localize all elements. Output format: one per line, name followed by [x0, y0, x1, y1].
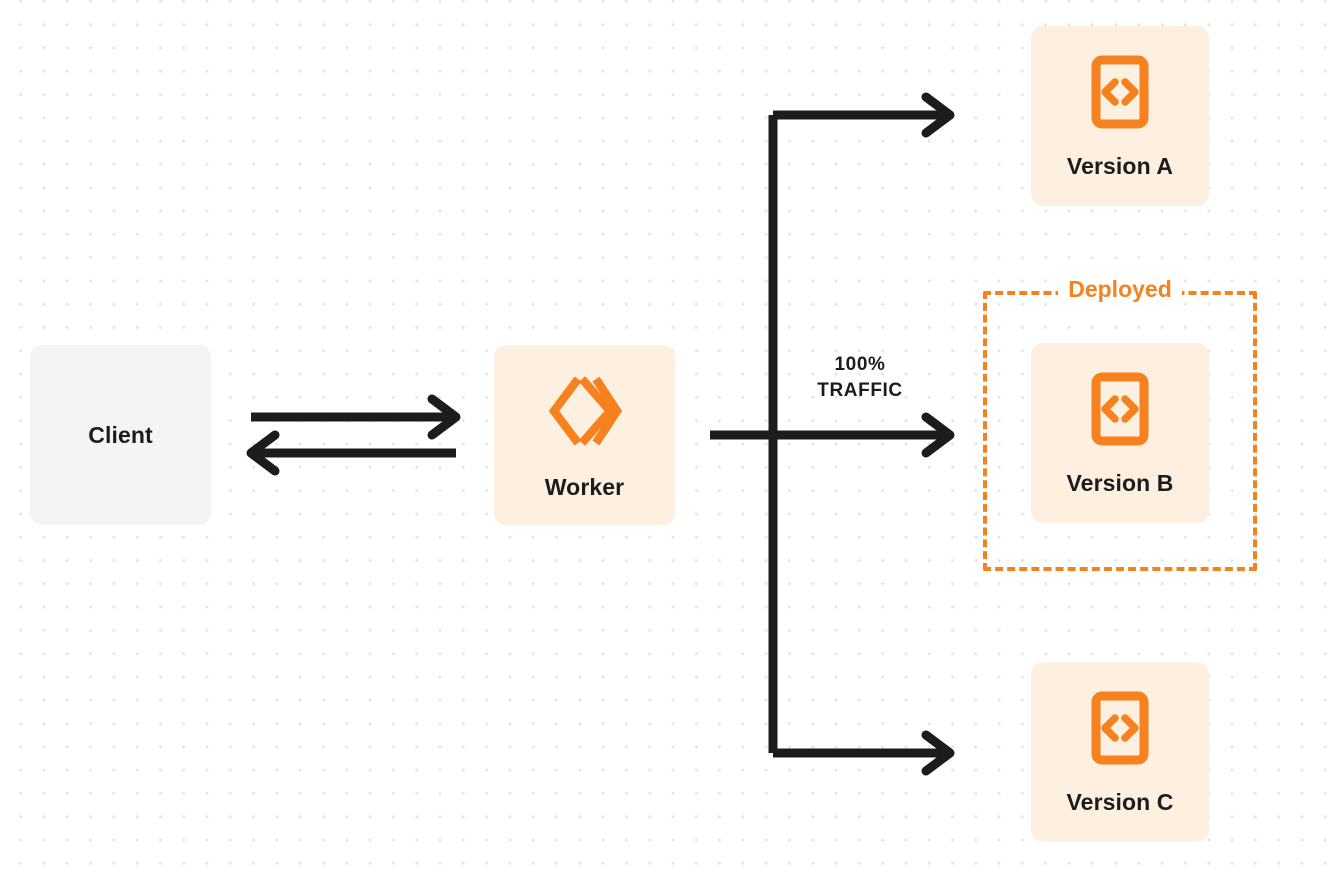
- node-worker[interactable]: Worker: [494, 345, 675, 525]
- edge-worker-to-version-c: [773, 730, 955, 776]
- code-brackets-icon: [1091, 372, 1149, 446]
- edge-worker-to-client: [246, 430, 456, 476]
- edge-worker-to-version-b: [710, 412, 955, 458]
- node-worker-label: Worker: [544, 473, 625, 500]
- node-version-b[interactable]: Version B: [1031, 343, 1209, 523]
- code-brackets-icon: [1091, 55, 1149, 129]
- code-brackets-icon: [1091, 691, 1149, 765]
- traffic-percent: 100%: [834, 354, 886, 375]
- edge-client-to-worker: [251, 394, 461, 440]
- node-version-a[interactable]: Version A: [1031, 26, 1209, 206]
- node-version-c-label: Version C: [1066, 788, 1174, 815]
- node-version-a-label: Version A: [1066, 152, 1174, 179]
- traffic-caption: TRAFFIC: [817, 380, 903, 402]
- group-deployed-label-wrap: Deployed: [983, 275, 1257, 305]
- cloudflare-workers-logo: [547, 372, 623, 450]
- node-client[interactable]: Client: [30, 345, 211, 525]
- node-version-c[interactable]: Version C: [1031, 662, 1209, 842]
- node-version-b-label: Version B: [1066, 469, 1174, 496]
- group-deployed-label: Deployed: [1058, 275, 1182, 305]
- edge-worker-to-version-a: [773, 92, 955, 138]
- node-client-label: Client: [88, 421, 153, 448]
- traffic-label: 100% TRAFFIC: [790, 352, 930, 404]
- group-deployed: Deployed: [983, 275, 1257, 571]
